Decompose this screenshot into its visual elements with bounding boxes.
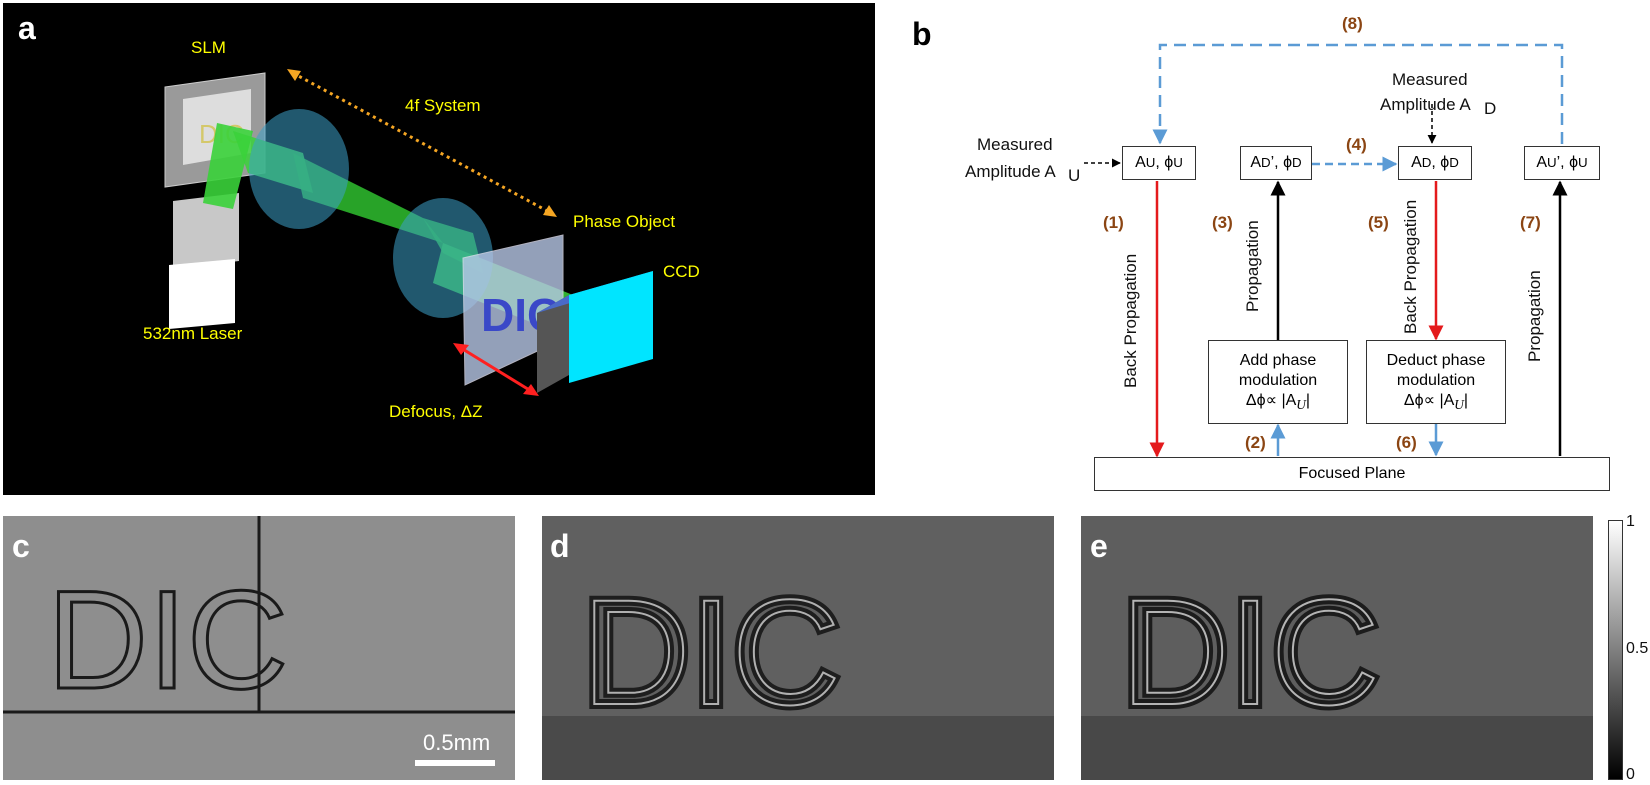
colorbar-mid: 0.5 xyxy=(1626,640,1649,657)
measured-ad-line2: Amplitude A xyxy=(1380,95,1471,114)
box-adp-a-sub: D xyxy=(1260,154,1271,170)
laser-label: 532nm Laser xyxy=(143,324,243,343)
measured-image: DIC 0.5mm xyxy=(3,516,515,780)
add-phase-sub: U xyxy=(1296,396,1306,412)
back-propagation-label-5: Back Propagation xyxy=(1401,200,1420,334)
4f-arrow-head-1 xyxy=(287,69,301,81)
focused-plane-label: Focused Plane xyxy=(1298,465,1406,482)
box-adp-a: A xyxy=(1250,154,1261,171)
ccd-front xyxy=(569,271,653,383)
reconstruction-panel-e: DIC DIC xyxy=(1081,516,1593,780)
box-au-a-sub: U xyxy=(1145,154,1156,170)
propagation-label-3: Propagation xyxy=(1243,220,1262,312)
reconstruction-panel-d: DIC DIC xyxy=(542,516,1054,780)
add-phase-line1: Add phase xyxy=(1239,351,1317,369)
box-aup-a-sub: U xyxy=(1546,154,1557,170)
box-ad-phi-sub: D xyxy=(1449,154,1459,170)
measured-au-line2: Amplitude A xyxy=(965,162,1056,181)
deduct-phase-sub: U xyxy=(1454,396,1464,412)
step-4-label: (4) xyxy=(1346,135,1367,154)
colorbar xyxy=(1608,520,1623,780)
colorbar-max: 1 xyxy=(1626,513,1635,530)
setup-panel: DIC DIC SLM 4f System Phase Object CCD xyxy=(3,3,875,495)
colorbar-min: 0 xyxy=(1626,766,1635,783)
scalebar xyxy=(415,760,495,766)
box-au-a: A xyxy=(1135,154,1146,171)
reconstruction-letters-d: DIC xyxy=(582,568,840,736)
step-2-label: (2) xyxy=(1245,433,1266,452)
add-phase-line3: Δϕ∝ |A xyxy=(1245,391,1297,409)
ccd-side xyxy=(537,295,569,393)
box-adp-phi-sub: D xyxy=(1292,154,1302,170)
panel-label-a: a xyxy=(18,10,36,46)
defocus-arrow xyxy=(460,346,532,393)
panel-label-c: c xyxy=(12,528,30,564)
box-ad-phi: ϕ xyxy=(1440,154,1450,171)
step-5-label: (5) xyxy=(1368,213,1389,232)
box-au-phi: ϕ xyxy=(1164,154,1174,171)
scalebar-label: 0.5mm xyxy=(423,730,490,755)
box-aup-phi: ϕ xyxy=(1569,154,1579,171)
measured-au-sub: U xyxy=(1068,166,1080,185)
measured-au-line1: Measured xyxy=(977,135,1053,154)
measured-ad-line1: Measured xyxy=(1392,70,1468,89)
reconstruction-image-d: DIC DIC xyxy=(542,516,1054,780)
phase-object-label: Phase Object xyxy=(573,212,675,231)
laser-body-front xyxy=(169,259,235,329)
step-1-label: (1) xyxy=(1103,213,1124,232)
flow-diagram: (8) Measured Amplitude A U Measured Ampl… xyxy=(965,14,1568,458)
back-propagation-label: Back Propagation xyxy=(1121,254,1140,388)
box-adp-phi: ϕ xyxy=(1283,154,1293,171)
step-6-label: (6) xyxy=(1396,433,1417,452)
loop-arrow-8 xyxy=(1152,43,1564,145)
box-aup-a: A xyxy=(1536,154,1547,171)
box-ad-a: A xyxy=(1411,154,1422,171)
measured-image-panel: DIC 0.5mm xyxy=(3,516,515,780)
4f-label: 4f System xyxy=(405,96,481,115)
reconstruction-letters-d-hl: DIC xyxy=(582,568,840,736)
deduct-phase-line2: modulation xyxy=(1396,371,1476,389)
4f-arrow-head-2 xyxy=(543,205,557,217)
laser-body-side xyxy=(173,193,239,269)
focused-plane-box: Focused Plane xyxy=(1094,457,1610,491)
panel-label-b: b xyxy=(912,16,932,52)
defocus-arrow-head-2 xyxy=(523,384,539,396)
reconstruction-letters-e-hl: DIC xyxy=(1121,568,1379,736)
deduct-phase-line3: Δϕ∝ |A xyxy=(1403,391,1455,409)
ccd-label: CCD xyxy=(663,262,700,281)
step-7-label: (7) xyxy=(1520,213,1541,232)
box-ad-a-sub: D xyxy=(1421,154,1432,170)
defocus-arrow-head-1 xyxy=(453,343,469,355)
defocus-label: Defocus, ΔZ xyxy=(389,402,483,421)
add-phase-line2: modulation xyxy=(1238,371,1318,389)
step-8-label: (8) xyxy=(1342,14,1363,33)
deduct-phase-line1: Deduct phase xyxy=(1386,351,1486,369)
panel-label-e: e xyxy=(1090,528,1108,564)
deduct-phase-box: Deduct phase modulation Δϕ∝ |AU| xyxy=(1366,340,1506,424)
setup-illustration: DIC DIC SLM 4f System Phase Object CCD xyxy=(143,38,700,421)
propagation-label-7: Propagation xyxy=(1525,270,1544,362)
measured-ad-sub: D xyxy=(1484,99,1496,118)
box-aup-phi-sub: U xyxy=(1578,154,1588,170)
reconstruction-image-e: DIC DIC xyxy=(1081,516,1593,780)
box-au-phi-sub: U xyxy=(1173,154,1183,170)
measured-letters: DIC xyxy=(47,561,288,718)
step-3-label: (3) xyxy=(1212,213,1233,232)
lens-1 xyxy=(249,109,349,229)
add-phase-box: Add phase modulation Δϕ∝ |AU| xyxy=(1208,340,1348,424)
panel-label-d: d xyxy=(550,528,570,564)
reconstruction-letters-e: DIC xyxy=(1121,568,1379,736)
slm-label: SLM xyxy=(191,38,226,57)
